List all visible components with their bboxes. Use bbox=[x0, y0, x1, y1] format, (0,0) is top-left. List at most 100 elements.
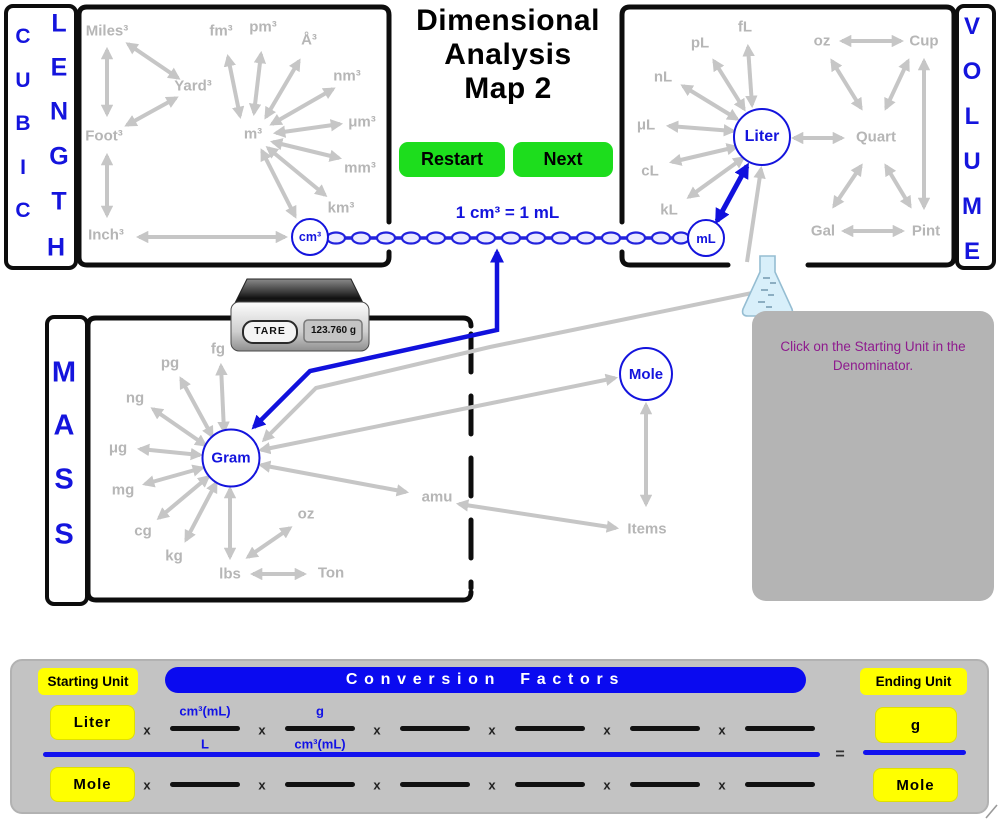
unit-ug[interactable]: μg bbox=[108, 439, 128, 457]
factor-bar bbox=[285, 782, 355, 787]
unit-yard3[interactable]: Yard³ bbox=[174, 77, 212, 95]
volume-letter: V bbox=[963, 13, 981, 40]
length-letter: N bbox=[49, 97, 69, 126]
unit-pm3[interactable]: pm³ bbox=[249, 18, 277, 36]
volume-letter: L bbox=[964, 103, 980, 130]
unit-cg[interactable]: cg bbox=[134, 522, 152, 540]
unit-kg[interactable]: kg bbox=[165, 547, 183, 565]
unit-ul[interactable]: μL bbox=[636, 116, 656, 134]
cubic-length-strip bbox=[4, 4, 78, 270]
factor-bar bbox=[400, 782, 470, 787]
unit-pint[interactable]: Pint bbox=[911, 222, 941, 240]
fraction-divider bbox=[43, 752, 820, 757]
length-arrows bbox=[100, 42, 344, 244]
unit-nl[interactable]: nL bbox=[653, 68, 673, 86]
multiply-sign: x bbox=[373, 777, 381, 793]
multiply-sign: x bbox=[488, 722, 496, 738]
mass-letter: A bbox=[53, 409, 75, 442]
cube-letter: U bbox=[15, 69, 31, 92]
unit-angstrom3[interactable]: Å³ bbox=[301, 31, 317, 49]
unit-fg[interactable]: fg bbox=[210, 340, 226, 358]
unit-miles3[interactable]: Miles³ bbox=[85, 22, 129, 40]
ending-denominator-box: Mole bbox=[873, 768, 958, 802]
unit-lbs[interactable]: lbs bbox=[219, 565, 241, 583]
equals-sign: = bbox=[835, 746, 845, 763]
instruction-box: Click on the Starting Unit in the Denomi… bbox=[752, 311, 994, 601]
blue-arrows bbox=[251, 162, 750, 430]
mass-strip bbox=[45, 315, 89, 606]
length-letter: G bbox=[49, 142, 69, 171]
starting-numerator-box: Liter bbox=[50, 705, 135, 740]
unit-cl[interactable]: cL bbox=[641, 162, 659, 180]
factor-bar bbox=[630, 782, 700, 787]
flask-icon[interactable] bbox=[741, 255, 794, 317]
factor-bar bbox=[630, 726, 700, 731]
factor-bar bbox=[745, 782, 815, 787]
factor-bar bbox=[515, 726, 585, 731]
ending-unit-badge: Ending Unit bbox=[860, 668, 967, 695]
unit-cm3-circle[interactable]: cm³ bbox=[291, 218, 329, 256]
ending-numerator-box: g bbox=[875, 707, 957, 743]
instruction-text: Click on the Starting Unit in the Denomi… bbox=[780, 339, 966, 373]
unit-amu[interactable]: amu bbox=[421, 488, 453, 506]
mass-letter: S bbox=[54, 463, 74, 496]
length-letter: E bbox=[50, 53, 68, 82]
unit-oz-mass[interactable]: oz bbox=[297, 505, 315, 523]
unit-fl[interactable]: fL bbox=[737, 18, 753, 36]
factor-bar bbox=[170, 726, 240, 731]
multiply-sign: x bbox=[143, 722, 151, 738]
mass-letter: S bbox=[54, 518, 74, 551]
multiply-sign: x bbox=[603, 722, 611, 738]
unit-oz-volume[interactable]: oz bbox=[813, 32, 831, 50]
restart-button[interactable]: Restart bbox=[399, 142, 505, 177]
unit-um3[interactable]: μm³ bbox=[348, 113, 376, 131]
unit-items[interactable]: Items bbox=[627, 520, 667, 538]
multiply-sign: x bbox=[718, 777, 726, 793]
unit-nm3[interactable]: nm³ bbox=[333, 67, 361, 85]
unit-km3[interactable]: km³ bbox=[327, 199, 355, 217]
unit-mole-circle[interactable]: Mole bbox=[619, 347, 673, 401]
unit-inch3[interactable]: Inch³ bbox=[88, 226, 124, 244]
unit-foot3[interactable]: Foot³ bbox=[85, 127, 123, 145]
resize-handle-icon bbox=[985, 804, 998, 819]
scale-image[interactable] bbox=[230, 278, 370, 352]
cube-letter: C bbox=[15, 25, 31, 48]
length-letter: T bbox=[51, 187, 67, 216]
unit-pg[interactable]: pg bbox=[160, 354, 180, 372]
scale-tare-button[interactable]: TARE bbox=[254, 325, 286, 337]
unit-mg[interactable]: mg bbox=[111, 481, 135, 499]
factor-denominator[interactable]: L bbox=[201, 736, 209, 752]
unit-ng[interactable]: ng bbox=[125, 389, 145, 407]
cube-letter: B bbox=[15, 112, 31, 135]
unit-liter-circle[interactable]: Liter bbox=[733, 108, 791, 166]
length-panel-border bbox=[76, 4, 392, 268]
multiply-sign: x bbox=[603, 777, 611, 793]
unit-gram-circle[interactable]: Gram bbox=[201, 428, 261, 488]
factor-bar bbox=[400, 726, 470, 731]
unit-pl[interactable]: pL bbox=[690, 34, 710, 52]
multiply-sign: x bbox=[258, 777, 266, 793]
unit-gal[interactable]: Gal bbox=[810, 222, 836, 240]
volume-letter: M bbox=[962, 193, 982, 220]
unit-quart[interactable]: Quart bbox=[855, 128, 897, 146]
unit-ton[interactable]: Ton bbox=[317, 564, 345, 582]
multiply-sign: x bbox=[488, 777, 496, 793]
unit-kl[interactable]: kL bbox=[660, 201, 678, 219]
unit-mm3[interactable]: mm³ bbox=[344, 159, 376, 177]
unit-m3[interactable]: m³ bbox=[243, 125, 263, 143]
factor-numerator[interactable]: cm³(mL) bbox=[179, 703, 231, 719]
starting-unit-badge: Starting Unit bbox=[38, 668, 138, 695]
cube-letter: I bbox=[20, 156, 26, 179]
multiply-sign: x bbox=[258, 722, 266, 738]
volume-letter: U bbox=[963, 148, 981, 175]
next-button[interactable]: Next bbox=[513, 142, 613, 177]
unit-ml-circle[interactable]: mL bbox=[687, 219, 725, 257]
equivalence-label: 1 cm³ = 1 mL bbox=[455, 203, 560, 222]
factor-denominator[interactable]: cm³(mL) bbox=[294, 736, 346, 752]
chain-to-gram-arrow bbox=[251, 248, 504, 430]
volume-letter: E bbox=[963, 238, 981, 265]
unit-cup[interactable]: Cup bbox=[909, 32, 939, 50]
factor-numerator[interactable]: g bbox=[316, 703, 324, 719]
unit-fm3[interactable]: fm³ bbox=[209, 22, 233, 40]
